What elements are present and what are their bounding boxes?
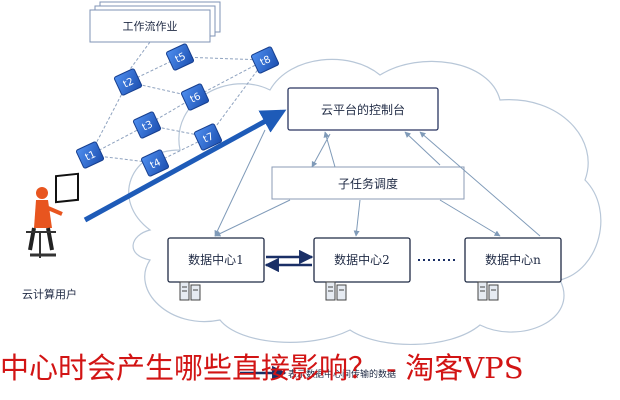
svg-text:t7: t7: [202, 131, 216, 145]
task-node-t5: t5: [165, 43, 195, 71]
svg-text:t3: t3: [141, 119, 155, 133]
workflow-document-stack: [89, 1, 221, 43]
task-node-t7: t7: [193, 123, 223, 151]
cloud-user-icon: [26, 172, 79, 258]
scheduler-label: 子任务调度: [338, 176, 398, 191]
server-icon: [325, 281, 347, 301]
task-node-t1: t1: [75, 141, 105, 169]
datacenter-n-label: 数据中心n: [485, 252, 541, 267]
svg-text:t2: t2: [122, 76, 136, 90]
task-node-t4: t4: [140, 149, 170, 177]
server-icon: [477, 281, 499, 301]
scheduler-box: [271, 166, 465, 200]
svg-text:t1: t1: [84, 149, 98, 163]
watermark-banner: 中心时会产生哪些直接影响？ - 淘客VPS: [0, 351, 524, 385]
svg-text:t6: t6: [189, 91, 203, 105]
cloud-user-label: 云计算用户: [22, 287, 77, 301]
datacenter-2-label: 数据中心2: [334, 252, 390, 267]
task-node-t2: t2: [113, 68, 143, 96]
datacenter-1-box: [167, 237, 265, 283]
flow-arrows: [214, 129, 541, 237]
svg-text:t5: t5: [174, 51, 188, 65]
user-request-arrow: [83, 109, 287, 223]
datacenter-2-box: [313, 237, 411, 283]
task-node-t3: t3: [132, 111, 162, 139]
svg-text:t8: t8: [259, 54, 273, 68]
datacenter-transfer-arrows: [264, 249, 314, 273]
svg-text:t4: t4: [149, 157, 163, 171]
workflow-label: 工作流作业: [123, 19, 178, 33]
server-icon: [179, 281, 201, 301]
datacenter-n-box: [464, 237, 562, 283]
console-label: 云平台的控制台: [321, 102, 405, 117]
task-node-t8: t8: [250, 46, 280, 74]
task-node-t6: t6: [180, 83, 210, 111]
console-box: [287, 87, 439, 131]
legend-label: 表示数据中心间传输的数据: [288, 368, 396, 380]
datacenter-1-label: 数据中心1: [188, 252, 244, 267]
